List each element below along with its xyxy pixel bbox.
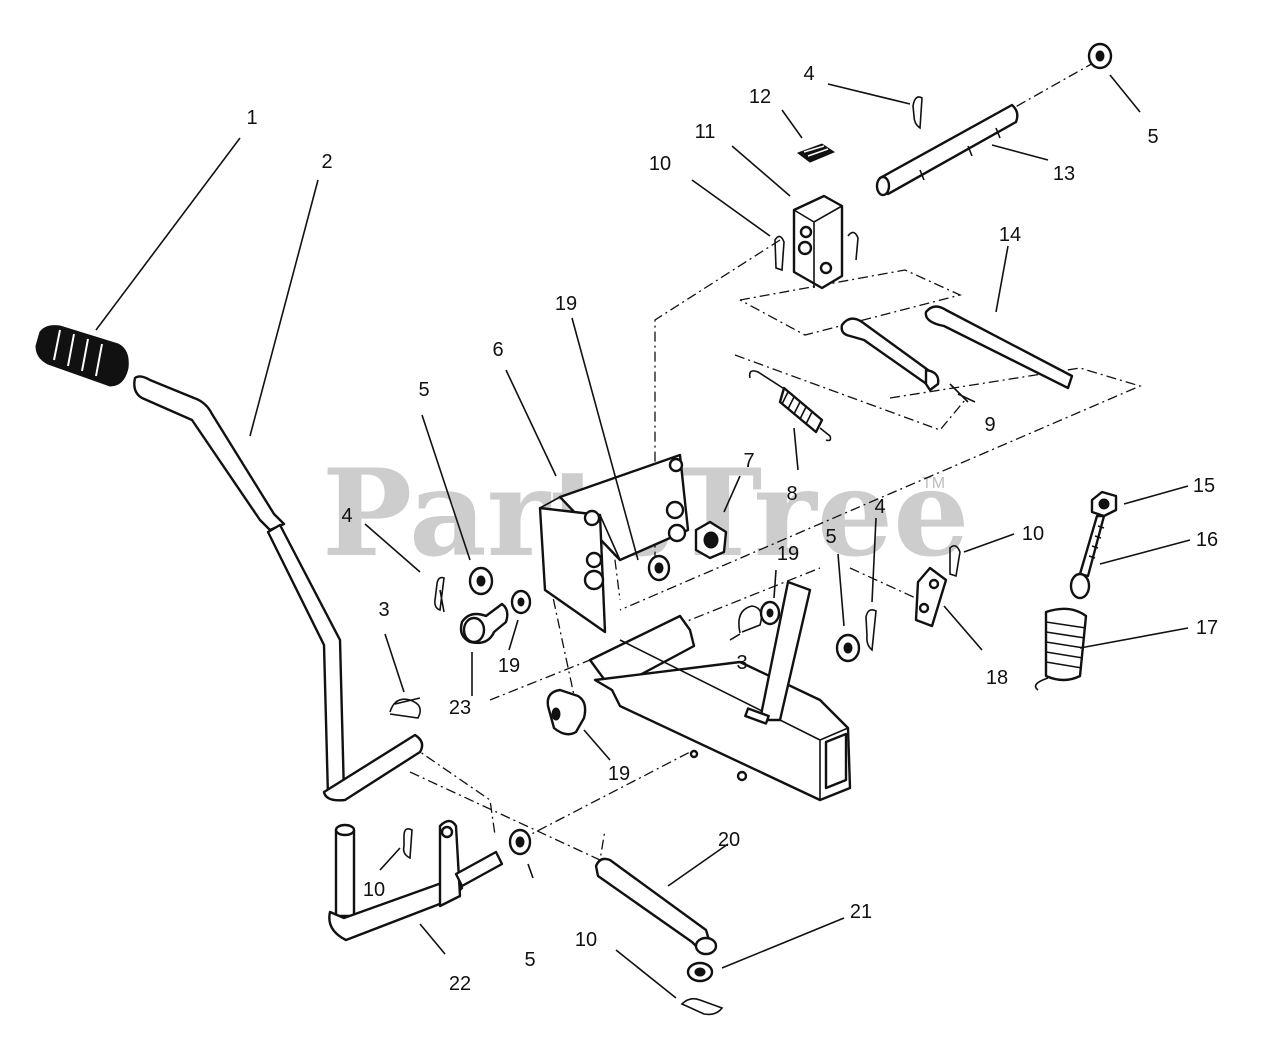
callout-10c: 10 <box>363 879 385 901</box>
part-15-nut <box>1090 490 1118 518</box>
part-19-washers <box>510 554 781 626</box>
part-3-cotter-pins <box>389 605 763 719</box>
callout-8: 8 <box>786 483 797 505</box>
part-23-pedal-shaft <box>328 819 504 942</box>
callout-5d: 5 <box>524 949 535 971</box>
part-4-cotter-pins <box>434 96 923 652</box>
leader-lines <box>95 74 1191 999</box>
callout-9: 9 <box>984 414 995 436</box>
part-17-spring <box>1034 607 1088 691</box>
part-1-grip <box>35 325 129 387</box>
callout-2: 2 <box>321 151 332 173</box>
callout-11: 11 <box>695 121 716 143</box>
part-18-link <box>914 566 948 628</box>
callout-19c: 19 <box>498 655 520 677</box>
callout-10a: 10 <box>649 153 671 175</box>
callout-4b: 4 <box>803 63 814 85</box>
callout-17: 17 <box>1196 617 1218 639</box>
callout-3a: 3 <box>378 599 389 621</box>
part-20-bushing <box>546 688 587 736</box>
callout-10b: 10 <box>1022 523 1044 545</box>
watermark-trademark: TM <box>922 475 945 492</box>
part-12-pad <box>796 143 836 163</box>
callout-4a: 4 <box>341 505 352 527</box>
callout-21: 20 <box>718 829 740 851</box>
part-11-block <box>792 194 859 290</box>
part-22-washer <box>686 961 714 983</box>
callout-18: 18 <box>986 667 1008 689</box>
callouts: 1 2 3 3 4 4 4 5 5 5 5 6 7 8 9 10 10 10 1… <box>246 63 1218 995</box>
part-8-spring <box>748 370 832 442</box>
callout-4c: 4 <box>874 496 885 518</box>
part-21-rod <box>594 857 718 956</box>
callout-19a: 19 <box>555 293 577 315</box>
callout-19b: 19 <box>777 543 799 565</box>
callout-5a: 5 <box>418 379 429 401</box>
callout-6: 6 <box>492 339 503 361</box>
callout-16: 16 <box>1196 529 1218 551</box>
callout-5b: 5 <box>1147 126 1158 148</box>
part-5-washers <box>468 42 1113 856</box>
callout-7: 7 <box>743 450 754 472</box>
part-9-rod <box>840 317 969 403</box>
part-13-shaft <box>875 103 1019 197</box>
callout-20: 19 <box>608 763 630 785</box>
callout-10d: 10 <box>575 929 597 951</box>
part-16-eyebolt <box>1069 514 1106 600</box>
part-2-lever <box>133 375 424 802</box>
callout-14: 14 <box>999 224 1021 246</box>
callout-12: 12 <box>749 86 771 108</box>
part-7-nut <box>694 520 728 560</box>
callout-13: 13 <box>1053 163 1075 185</box>
callout-22: 21 <box>850 901 872 923</box>
callout-15: 15 <box>1193 475 1215 497</box>
part-14-bar <box>924 305 1074 390</box>
part-10-pins <box>402 235 961 1016</box>
callout-24: 23 <box>449 697 471 719</box>
part-24-bolt <box>459 602 509 645</box>
callout-23: 22 <box>449 973 471 995</box>
callout-3b: 3 <box>736 652 747 674</box>
frame-channel <box>588 580 852 802</box>
callout-5c: 5 <box>825 526 836 548</box>
callout-1: 1 <box>246 107 257 129</box>
